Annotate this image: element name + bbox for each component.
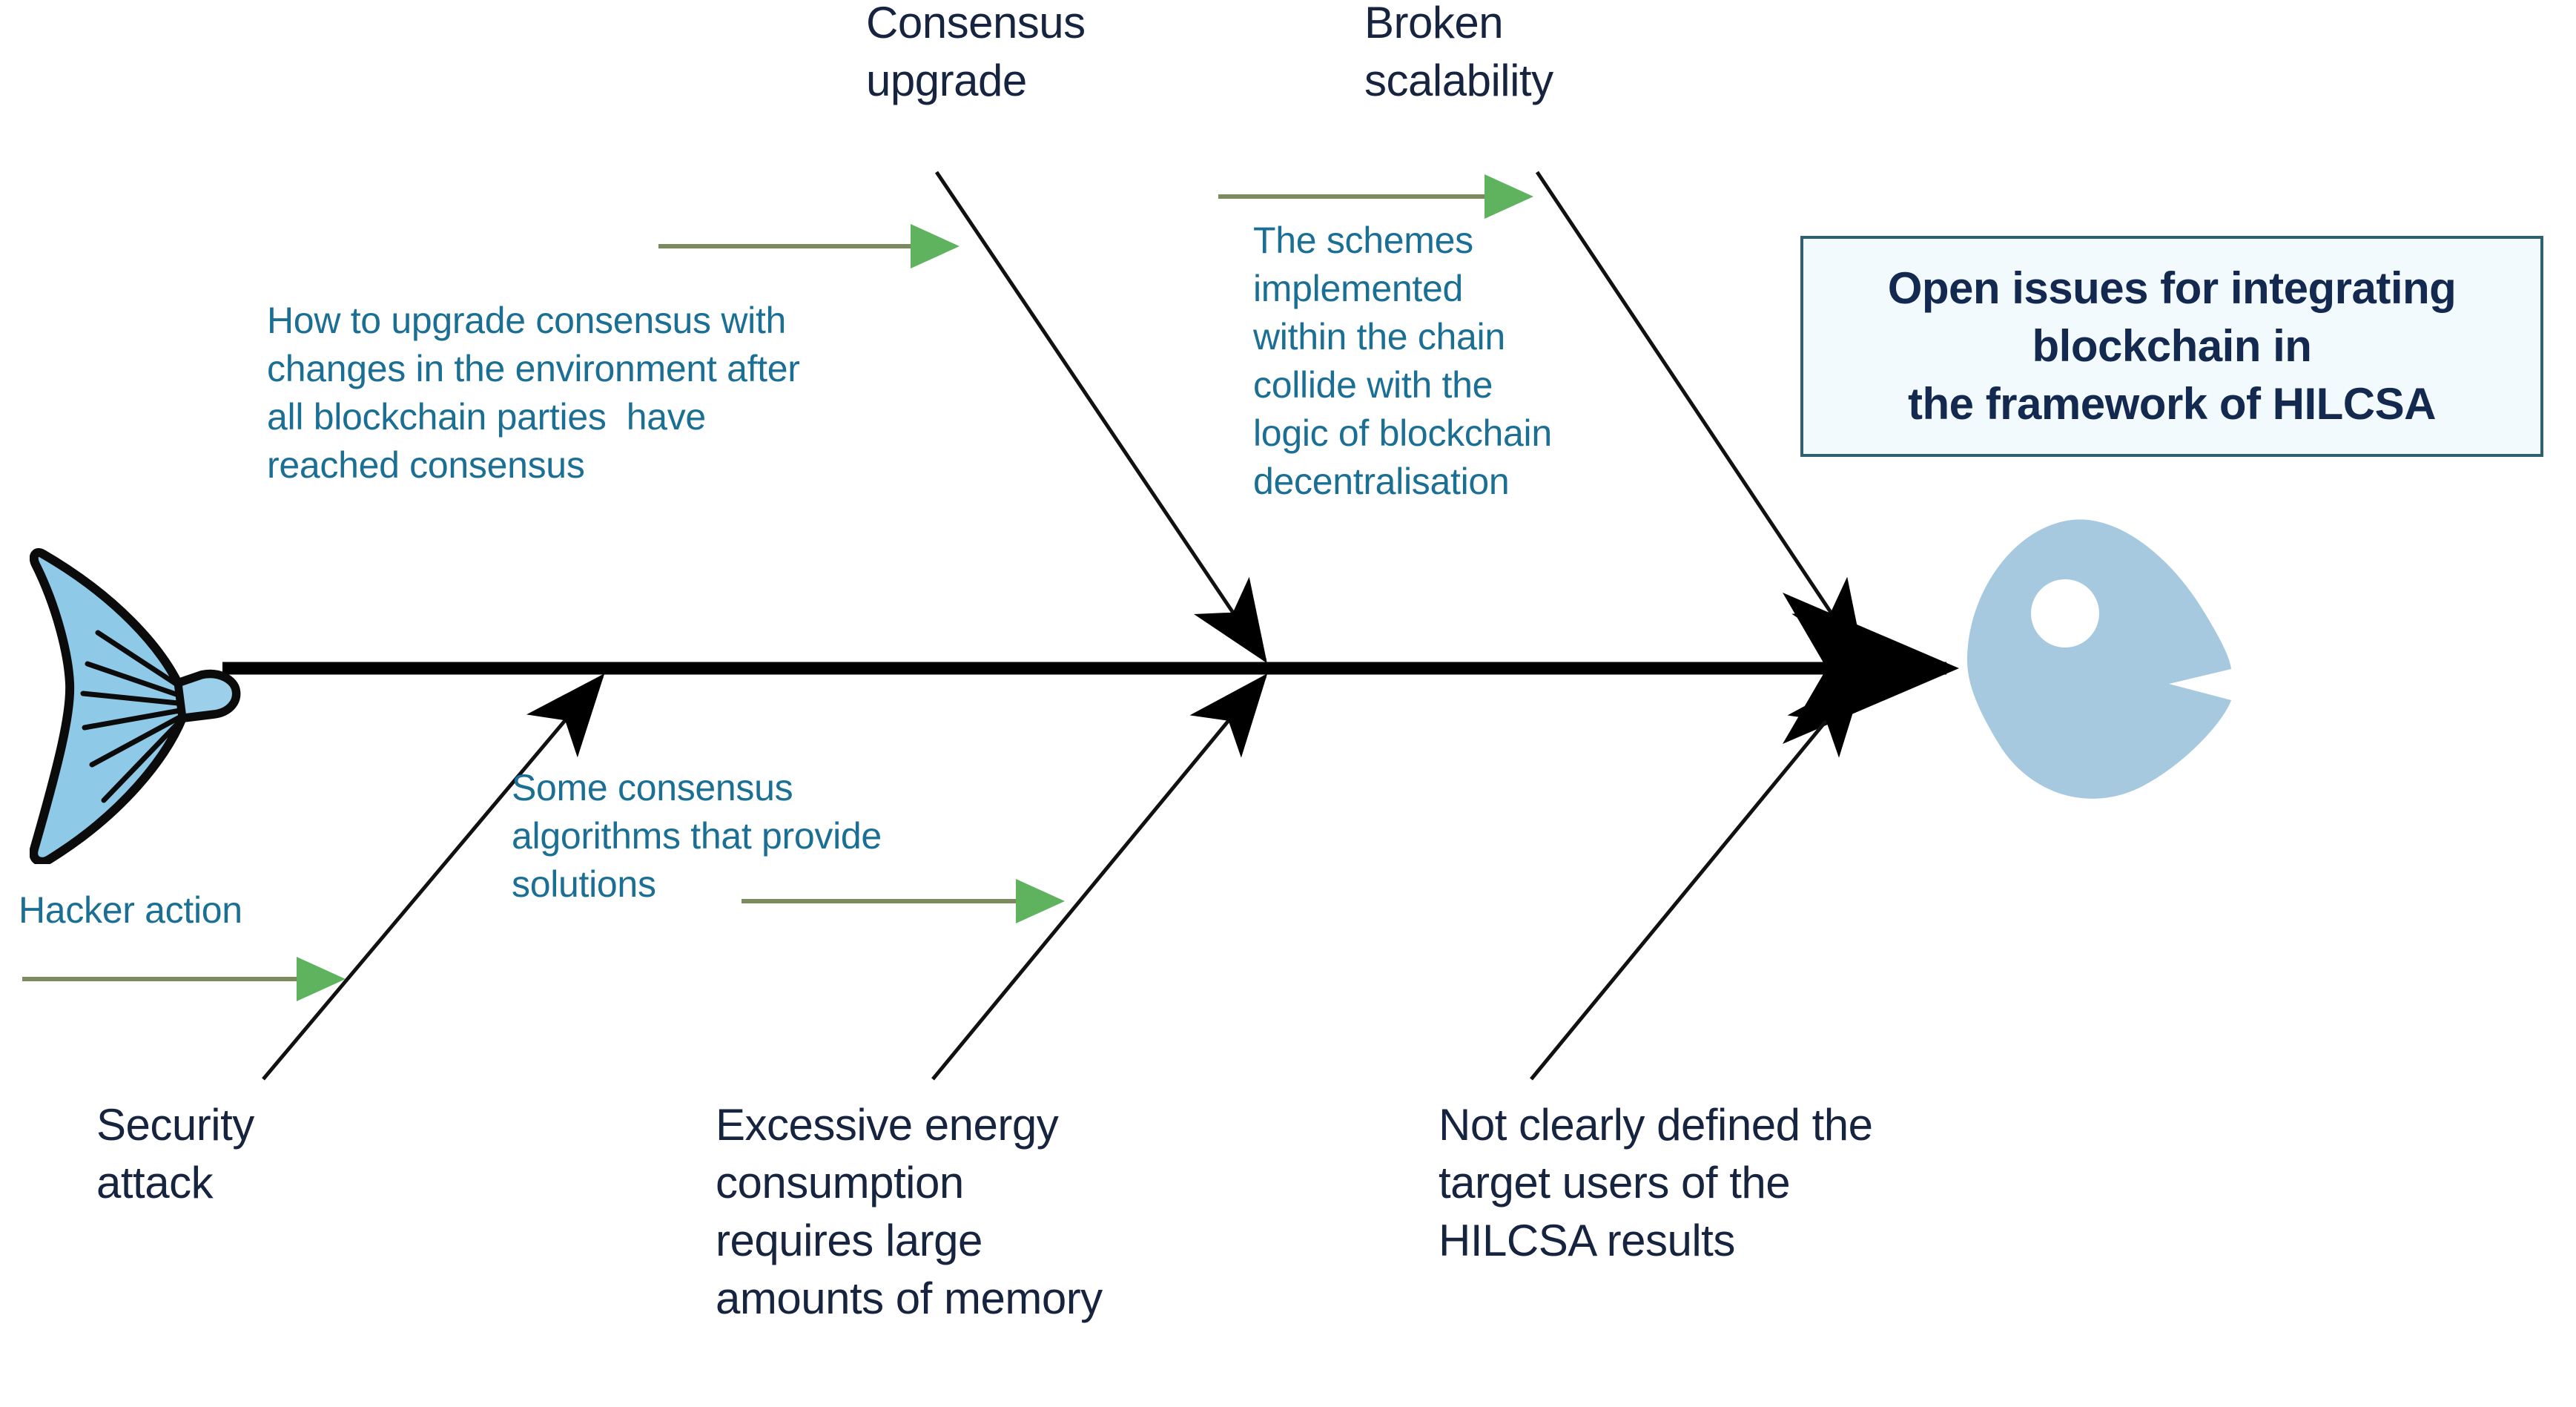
- fish-head-icon: [1967, 519, 2231, 799]
- fish-eye: [2031, 579, 2099, 648]
- effect-line-3: the framework of HILCSA: [1908, 379, 2436, 429]
- note-hacker-action: Hacker action: [19, 889, 242, 931]
- note-some-consensus: Some consensus algorithms that provide s…: [512, 767, 882, 905]
- effect-box: Open issues for integrating blockchain i…: [1800, 236, 2543, 457]
- effect-box-text: Open issues for integrating blockchain i…: [1870, 260, 2474, 433]
- cause-label-target-users: Not clearly defined the target users of …: [1439, 1100, 1873, 1265]
- note-consensus-upgrade: How to upgrade consensus with changes in…: [267, 300, 800, 486]
- fish-tail-icon: [30, 548, 241, 864]
- cause-label-broken-scalability: Broken scalability: [1364, 0, 1553, 105]
- cause-label-security-attack: Security attack: [96, 1100, 254, 1207]
- bone-target-users: [1530, 673, 1866, 1081]
- note-broken-scalability: The schemes implemented within the chain…: [1253, 220, 1552, 502]
- effect-line-2: blockchain in: [2032, 321, 2312, 371]
- effect-line-1: Open issues for integrating: [1887, 263, 2457, 313]
- cause-label-consensus-upgrade: Consensus upgrade: [866, 0, 1086, 105]
- cause-label-excessive-energy: Excessive energy consumption requires la…: [716, 1100, 1103, 1323]
